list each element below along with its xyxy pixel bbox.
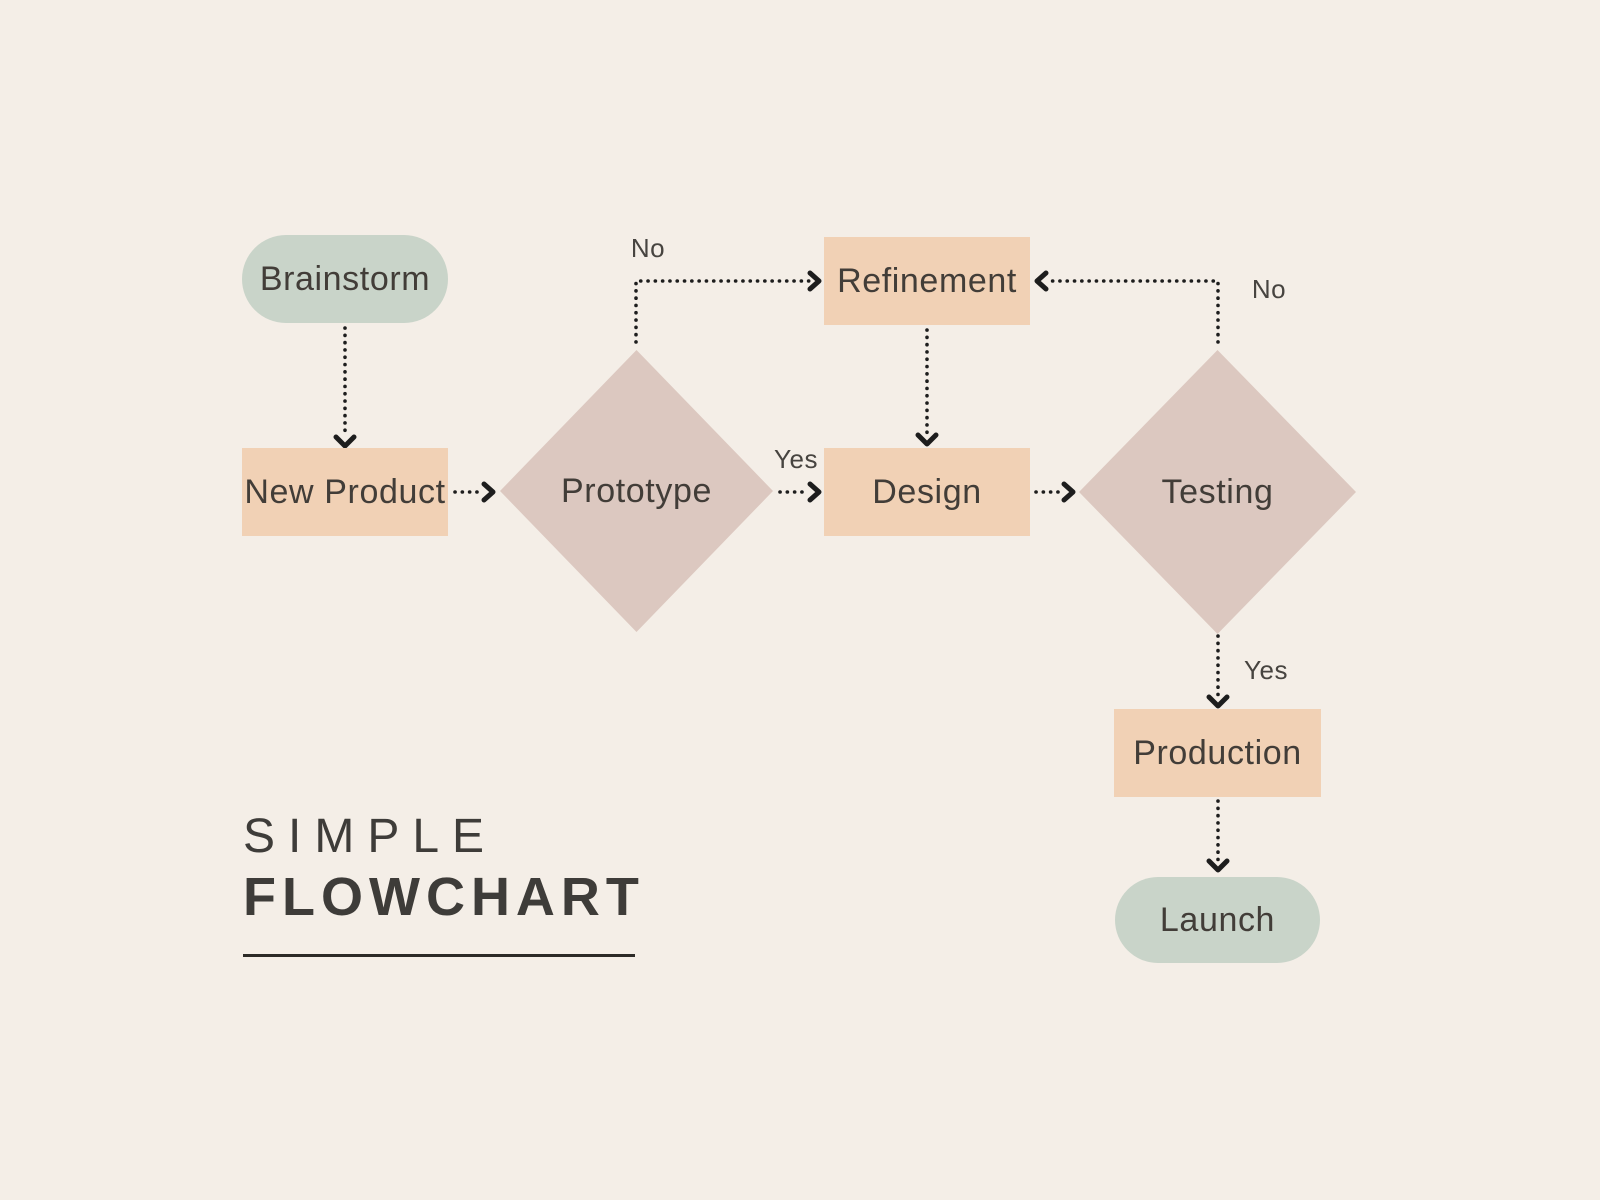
arrowhead-down-icon [915,432,939,447]
title-block: SIMPLE FLOWCHART [243,808,645,957]
edge-prototype-refinement [634,279,811,344]
node-new-product: New Product [242,448,448,536]
edge-label-prototype-no: No [630,233,666,263]
arrowhead-right-icon [807,481,822,503]
arrowhead-left-icon [1034,270,1049,292]
page-title-line2: FLOWCHART [243,867,645,927]
node-design: Design [824,448,1030,536]
arrowhead-right-icon [807,270,822,292]
edge-label-testing-yes: Yes [1244,655,1288,685]
node-refinement: Refinement [824,237,1030,325]
edge-label-testing-no: No [1251,274,1287,304]
arrowhead-right-icon [1061,481,1076,503]
title-underline [243,954,635,957]
arrowhead-right-icon [481,481,496,503]
node-brainstorm: Brainstorm [242,235,448,323]
node-production: Production [1114,709,1321,797]
edge-label-prototype-yes: Yes [774,444,818,474]
page-title-line1: SIMPLE [243,810,498,863]
node-launch: Launch [1115,877,1320,963]
edge-testing-refinement [1045,279,1220,344]
arrowhead-down-icon [1206,694,1230,709]
arrowhead-down-icon [333,434,357,449]
arrowhead-down-icon [1206,858,1230,873]
